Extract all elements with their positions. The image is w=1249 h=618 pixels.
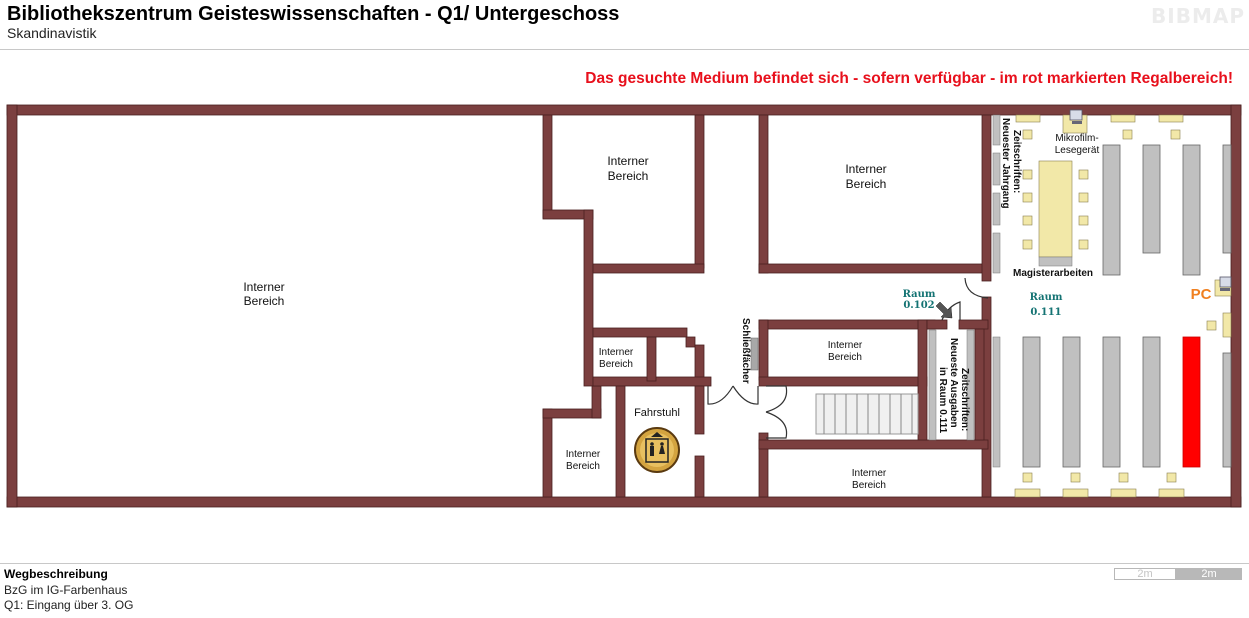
page-title: Bibliothekszentrum Geisteswissenschaften… — [7, 3, 620, 25]
pc-label: PC — [1191, 286, 1212, 303]
room-0102-number: 0.102 — [903, 300, 934, 311]
journals-newest-label: Zeitschriften: Neueste Ausgaben in Raum … — [937, 338, 970, 434]
room-label: Interner — [599, 347, 634, 358]
room-label: Bereich — [828, 352, 862, 363]
location-notice: Das gesuchte Medium befindet sich - sofe… — [585, 70, 1233, 87]
room-label: Interner — [566, 449, 601, 460]
computer-icon — [1069, 109, 1083, 124]
svg-text:Neuester Jahrgang: Neuester Jahrgang — [1000, 118, 1011, 209]
room-0111-label: Raum — [1030, 292, 1063, 303]
highlighted-shelf[interactable] — [1182, 336, 1201, 468]
lockers-label: Schließfächer — [740, 318, 751, 384]
shelf — [966, 329, 975, 441]
room-label: Interner — [243, 280, 284, 294]
elevator-icon — [634, 427, 680, 473]
journals-latest-year-label: Zeitschriften: Neuester Jahrgang — [1000, 118, 1022, 209]
computer-icon — [1219, 276, 1232, 291]
directions-line: Q1: Eingang über 3. OG — [4, 598, 134, 612]
bibmap-logo: BIBMAP — [1151, 4, 1245, 28]
room-label: Bereich — [599, 359, 633, 370]
room-label: Interner — [828, 340, 863, 351]
shelves-top — [1102, 144, 1232, 276]
room-label: Interner — [845, 162, 886, 176]
shelf — [928, 329, 937, 441]
room-label: Bereich — [608, 169, 649, 183]
room-label: Bereich — [566, 461, 600, 472]
room-label: Bereich — [244, 294, 285, 308]
magister-shelf — [1038, 256, 1073, 267]
microfilm-label: Lesegerät — [1055, 145, 1100, 156]
room-0111-number: 0.111 — [1030, 307, 1061, 318]
header: Bibliothekszentrum Geisteswissenschaften… — [0, 0, 1249, 50]
svg-text:Zeitschriften:: Zeitschriften: — [1011, 130, 1022, 193]
direction-arrow-icon — [935, 301, 953, 319]
elevator-label: Fahrstuhl — [634, 407, 680, 419]
scale-bar: 2m 2m — [1114, 568, 1242, 580]
walls — [6, 104, 1242, 508]
microfilm-label: Mikrofilm- — [1055, 133, 1098, 144]
room-0102-label: Raum — [903, 289, 936, 300]
staircase — [815, 393, 919, 435]
directions-line: BzG im IG-Farbenhaus — [4, 583, 128, 597]
shelves-bottom — [1022, 336, 1232, 468]
wall-shelves — [992, 114, 1001, 468]
room-label: Interner — [607, 154, 648, 168]
magister-label: Magisterarbeiten — [1013, 268, 1093, 279]
lockers — [750, 337, 759, 371]
svg-text:Neueste Ausgaben: Neueste Ausgaben — [948, 338, 959, 428]
svg-text:in Raum 0.111: in Raum 0.111 — [937, 367, 948, 434]
room-label: Interner — [852, 468, 887, 479]
room-label: Bereich — [852, 480, 886, 491]
scale-segment: 2m — [1176, 568, 1242, 580]
room-label: Bereich — [846, 177, 887, 191]
scale-segment: 2m — [1114, 568, 1176, 580]
directions-title: Wegbeschreibung — [4, 567, 108, 581]
page-subtitle: Skandinavistik — [7, 25, 97, 41]
footer: Wegbeschreibung BzG im IG-Farbenhaus Q1:… — [0, 563, 1249, 612]
svg-text:Zeitschriften:: Zeitschriften: — [959, 368, 970, 431]
